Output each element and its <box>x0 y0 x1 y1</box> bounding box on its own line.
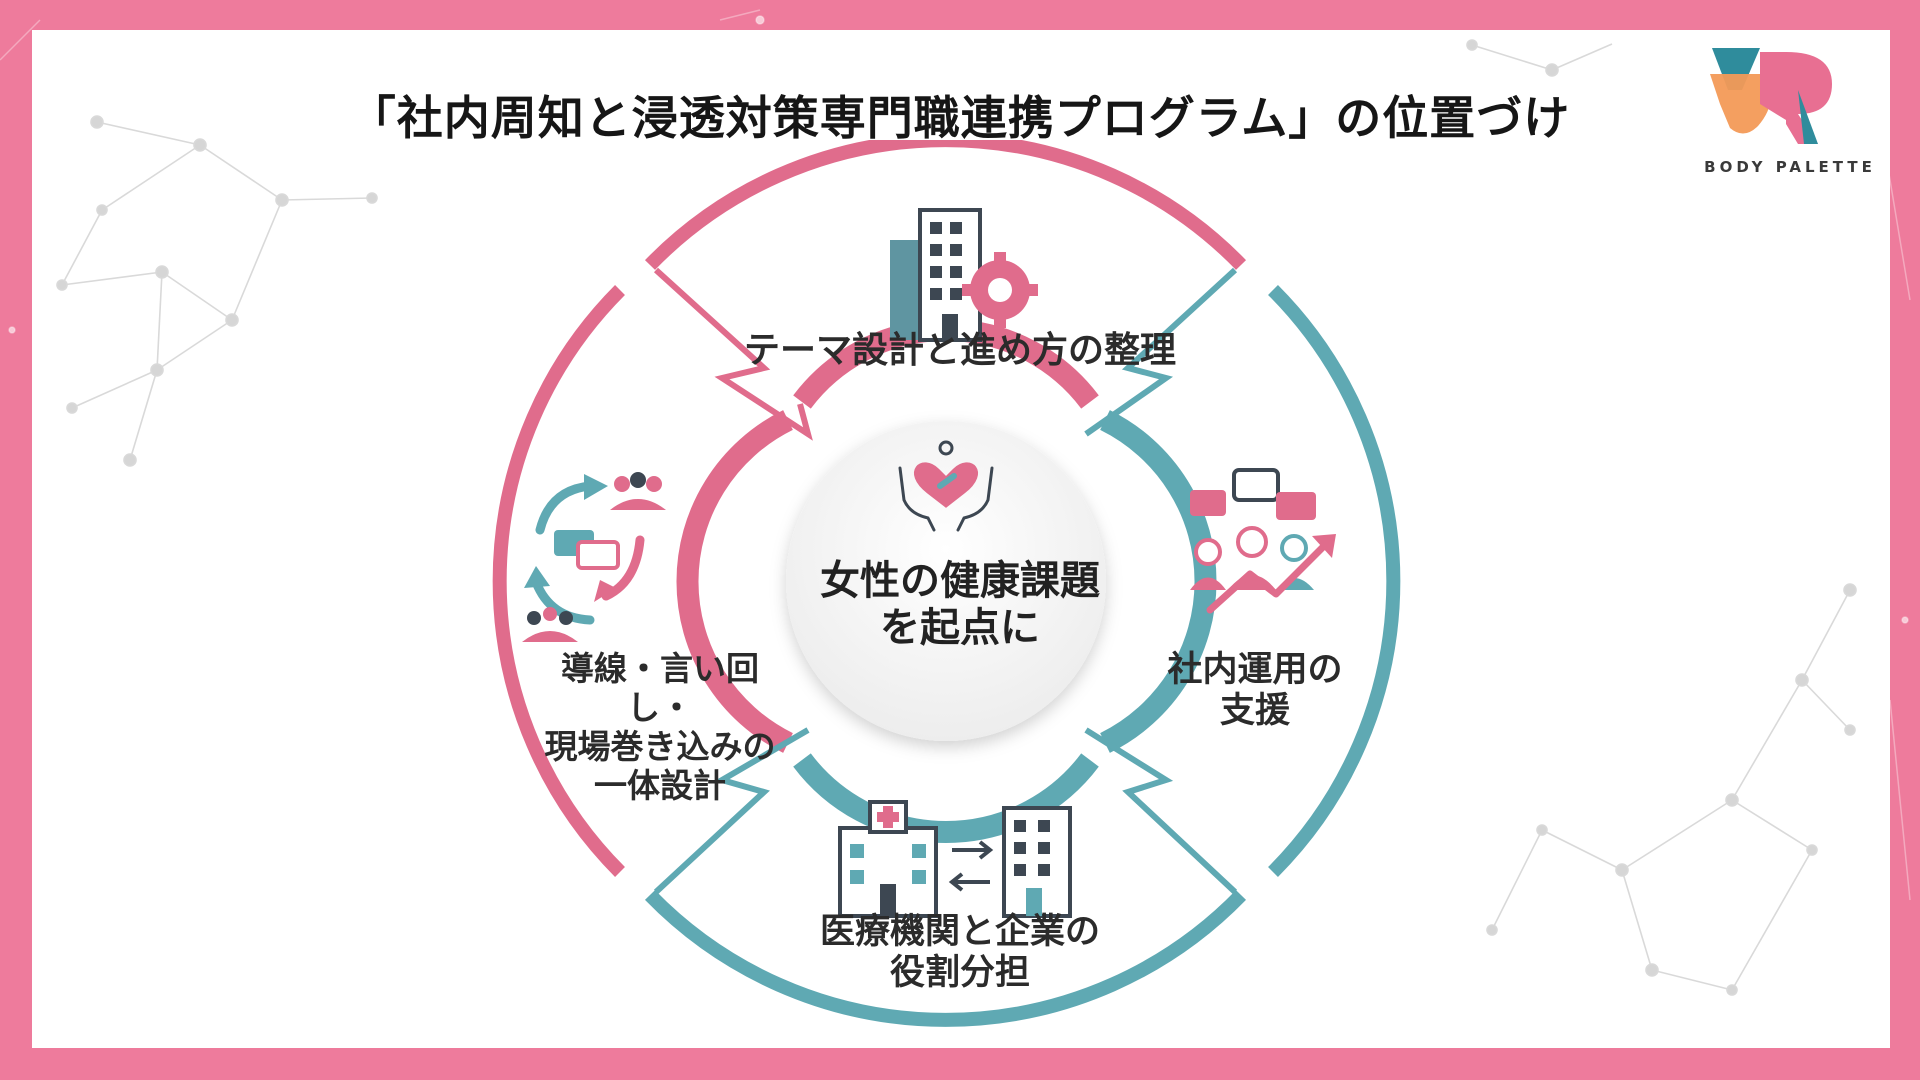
ring-arc-bottom <box>644 890 1247 1027</box>
divider-bottom-left <box>653 727 810 895</box>
team-growth-icon <box>1190 468 1336 614</box>
cycle-communication-icon <box>522 472 666 642</box>
segment-label-bottom: 医療機関と企業の 役割分担 <box>819 912 1100 994</box>
center-label: 女性の健康課題 を起点に <box>820 558 1100 652</box>
inner-arc-left <box>676 410 793 753</box>
divider-bottom-right <box>1084 727 1238 895</box>
center-circle <box>786 421 1106 741</box>
hands-heart-icon <box>898 440 994 532</box>
segment-label-top: テーマ設計と進め方の整理 <box>743 330 1176 371</box>
divider-top-right <box>1084 267 1238 437</box>
program-diagram <box>492 140 1401 1027</box>
ring-arc-left <box>492 285 625 877</box>
brand-name: BODY PALETTE <box>1704 158 1876 176</box>
hospital-company-icon <box>838 800 1072 918</box>
network-decoration <box>56 39 1857 996</box>
body-palette-logo-icon <box>1710 48 1832 144</box>
ring-arc-top <box>644 140 1247 270</box>
divider-top-left <box>653 267 813 441</box>
inner-arc-bottom <box>793 753 1099 843</box>
segment-label-left: 導線・言い回し・ 現場巻き込みの 一体設計 <box>544 649 776 805</box>
building-gear-icon <box>890 208 1038 342</box>
ring-arc-right <box>1268 285 1401 877</box>
segment-label-right: 社内運用の 支援 <box>1167 650 1343 732</box>
page-title: 「社内周知と浸透対策専門職連携プログラム」の位置づけ <box>349 91 1571 145</box>
